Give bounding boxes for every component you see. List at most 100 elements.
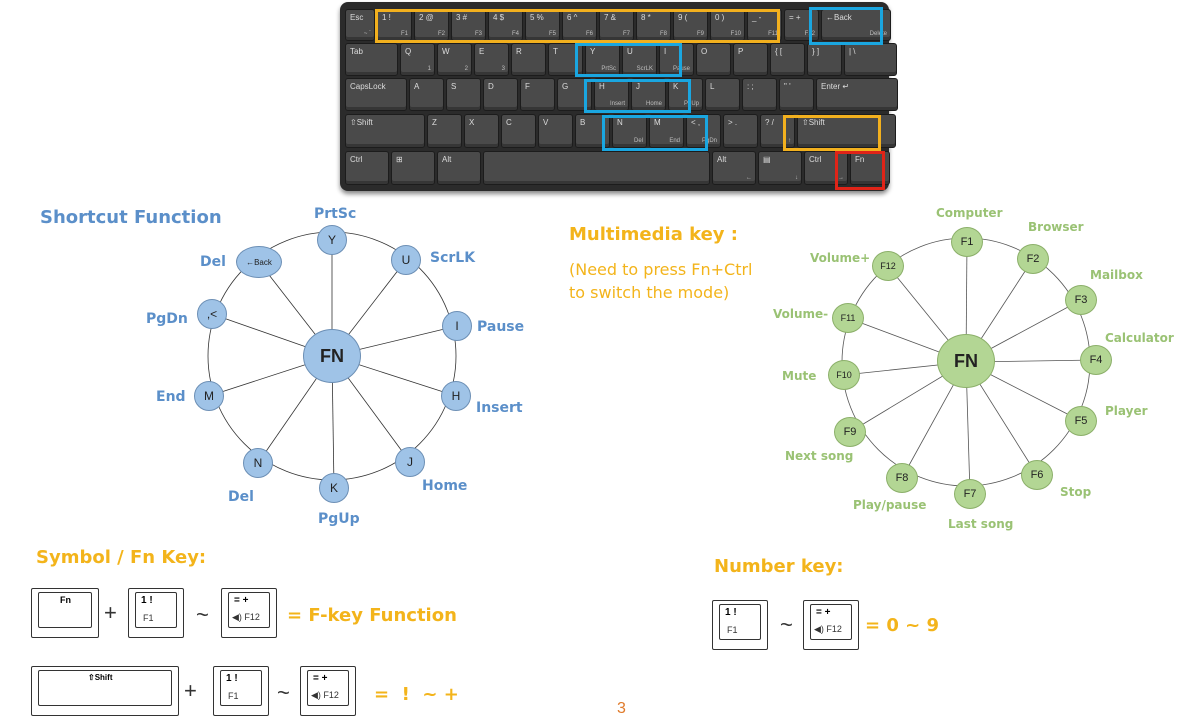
key-r2-12: } ]	[807, 43, 842, 76]
key-label: } ]	[812, 47, 820, 56]
key-r5-0: Ctrl	[345, 151, 389, 185]
key-r3-1: A	[409, 78, 444, 111]
key-r2-4: R	[511, 43, 546, 76]
key-sublabel: F9	[696, 31, 704, 37]
key-r1-8: 8 *F8	[636, 9, 671, 41]
key-1-icon-2: 1 !F1	[213, 666, 269, 716]
key-label: = +	[789, 13, 801, 22]
key-1-icon: 1 !F1	[128, 588, 184, 638]
key-r2-7: U ScrLK	[622, 43, 657, 76]
key-r3-0: CapsLock	[345, 78, 407, 111]
shortcut-node: I	[442, 311, 472, 341]
key-r5-7: Fn	[850, 151, 890, 185]
key-r3-11: " '	[779, 78, 814, 111]
key-label: V	[543, 118, 549, 127]
key-label: > .	[728, 118, 738, 127]
key-label: _ -	[752, 13, 762, 22]
key-label: 3 #	[456, 13, 468, 22]
key-r1-5: 5 %F5	[525, 9, 560, 41]
key-label: R	[516, 47, 522, 56]
key-label: 8 *	[641, 13, 651, 22]
key-r1-0: Esc~ `	[345, 9, 375, 41]
key-label: Ctrl	[350, 155, 363, 164]
shortcut-label: Del	[200, 254, 226, 270]
key-r3-2: S	[446, 78, 481, 111]
number-tilde-sign: ~	[780, 612, 793, 637]
multimedia-label: Volume-	[773, 307, 829, 321]
key-sublabel: ScrLK	[636, 66, 653, 72]
key-sublabel: 3	[501, 66, 505, 72]
shortcut-node: N	[243, 448, 273, 478]
multimedia-label: Calculator	[1105, 331, 1174, 345]
key-f12-icon-2: = +◀) F12	[300, 666, 356, 716]
fn-key-icon: Fn	[31, 588, 99, 638]
multimedia-node: F8	[886, 463, 918, 493]
multimedia-node: F6	[1021, 460, 1053, 490]
key-r5-5: ▤↓	[758, 151, 802, 185]
key-r3-5: G	[557, 78, 592, 111]
key-sublabel: PgDn	[701, 138, 717, 144]
key-r4-3: C	[501, 114, 536, 148]
multimedia-node: F5	[1065, 406, 1097, 436]
key-label: T	[553, 47, 558, 56]
key-label: Alt	[717, 155, 727, 164]
key-label: CapsLock	[350, 82, 386, 91]
multimedia-label: Computer	[936, 206, 1003, 220]
key-sublabel: →	[838, 175, 844, 181]
multimedia-label: Player	[1105, 404, 1148, 418]
key-label: U	[627, 47, 633, 56]
key-label: S	[451, 82, 457, 91]
page-number: 3	[617, 700, 626, 717]
shortcut-label: Del	[228, 489, 254, 505]
number-key-1-icon: 1 !F1	[712, 600, 768, 650]
key-sublabel: Insert	[609, 101, 625, 107]
key-sublabel: 2	[464, 66, 468, 72]
key-label: I	[664, 47, 667, 56]
key-sublabel: F1	[400, 31, 408, 37]
key-label: A	[414, 82, 420, 91]
key-label: 4 $	[493, 13, 505, 22]
shortcut-node: U	[391, 245, 421, 275]
key-sublabel: F12	[804, 31, 815, 37]
key-r1-3: 3 #F3	[451, 9, 486, 41]
key-sublabel: F6	[585, 31, 593, 37]
key-label: Esc	[350, 13, 364, 22]
key-r3-12: Enter ↵	[816, 78, 898, 111]
key-sublabel: Delete	[869, 31, 887, 37]
key-sublabel: F5	[548, 31, 556, 37]
key-sublabel: F7	[622, 31, 630, 37]
key-label: G	[562, 82, 569, 91]
key-label: P	[738, 47, 744, 56]
number-title: Number key:	[714, 556, 844, 577]
shortcut-node: ,<	[197, 299, 227, 329]
key-r2-5: T	[548, 43, 583, 76]
key-r4-4: V	[538, 114, 573, 148]
key-r3-10: : ;	[742, 78, 777, 111]
key-r1-9: 9 (F9	[673, 9, 708, 41]
key-r3-9: L	[705, 78, 740, 111]
key-sublabel: ↓	[795, 175, 798, 181]
key-r1-12: = + F12	[784, 9, 819, 41]
key-r1-2: 2 @F2	[414, 9, 449, 41]
key-sublabel: Home	[645, 101, 662, 107]
key-r1-10: 0 )F10	[710, 9, 745, 41]
key-label: W	[442, 47, 450, 56]
key-label: L	[710, 82, 715, 91]
shift-key-icon: ⇧Shift	[31, 666, 179, 716]
multimedia-label: Mailbox	[1090, 268, 1143, 282]
key-label: Alt	[442, 155, 452, 164]
key-label: | \	[849, 47, 856, 56]
result-symbols: = ! ~ +	[374, 684, 459, 705]
key-label: Enter ↵	[821, 82, 850, 91]
key-sublabel: F2	[437, 31, 445, 37]
tilde-sign-2: ~	[277, 680, 290, 705]
key-label: B	[580, 118, 586, 127]
